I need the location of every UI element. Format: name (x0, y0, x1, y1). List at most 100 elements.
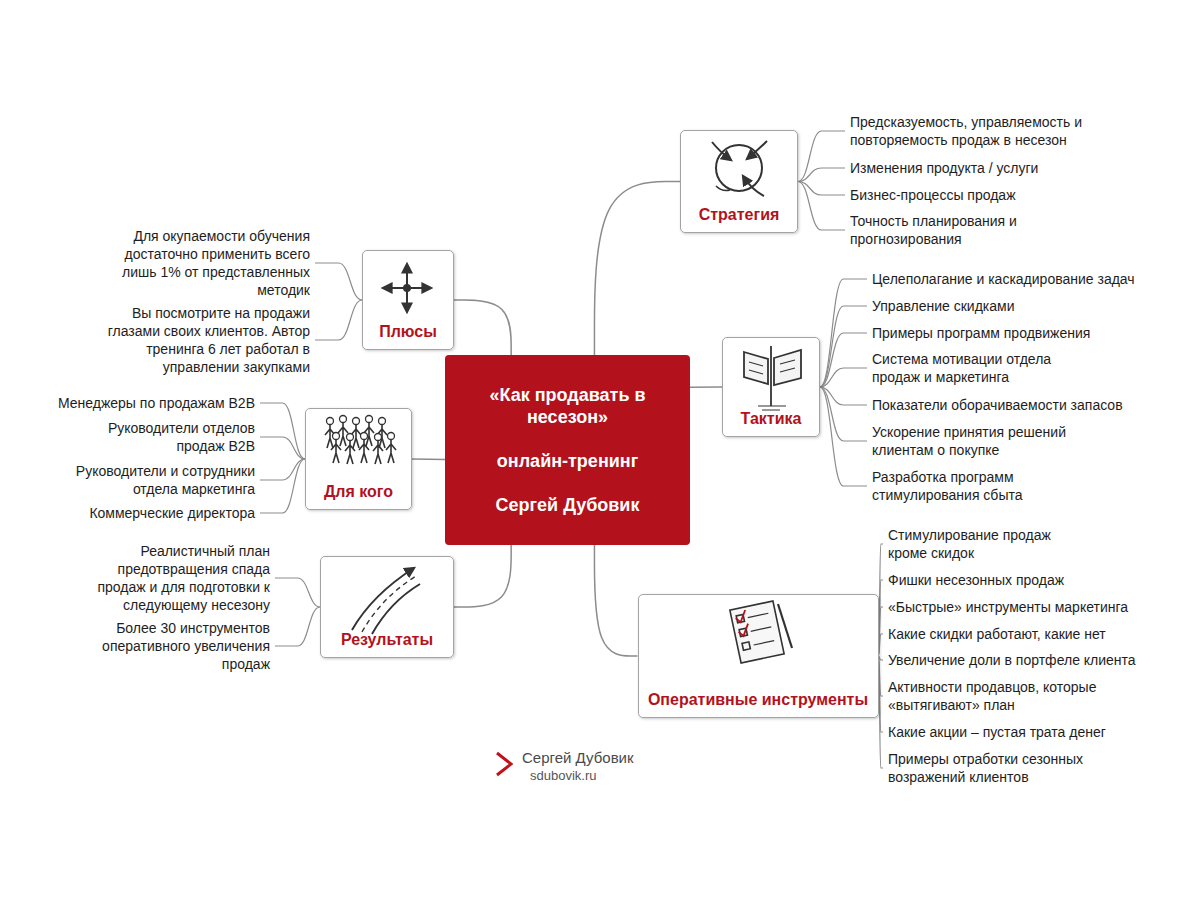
leader-line (820, 279, 867, 387)
branch-connector (690, 386, 722, 388)
leader-line (275, 607, 320, 646)
leaf-text: Стимулирование продаж кроме скидок (888, 526, 1073, 562)
leaf-text: Руководители и сотрудники отдела маркети… (45, 462, 255, 498)
leader-line (820, 306, 867, 387)
crowd-icon (345, 434, 355, 465)
leaf-text: Ускорение принятия решений клиентам о по… (872, 423, 1092, 459)
leaf-text: Бизнес-процессы продаж (850, 186, 1130, 204)
leader-line (820, 368, 867, 387)
leader-line (820, 333, 867, 387)
growth-icon (352, 568, 414, 630)
pluses-icon (404, 285, 410, 291)
strategy-icon (743, 176, 764, 196)
leader-line (879, 544, 884, 656)
topic-text: Сергей Дубовик (496, 494, 640, 516)
leader-line (260, 403, 305, 459)
strategy-icon (712, 142, 731, 160)
leader-line (798, 168, 845, 182)
branch-label: Плюсы (379, 322, 437, 341)
strategy-icon (716, 186, 730, 191)
checklist-icon (730, 601, 792, 663)
crowd-icon (373, 434, 383, 465)
signpost-icon (744, 352, 768, 384)
strategy-icon (747, 141, 767, 159)
growth-icon (362, 576, 416, 632)
leaf-text: Какие акции – пустая трата денег (888, 723, 1178, 741)
branch-box: Оперативные инструменты (638, 594, 879, 718)
topic-text: онлайн-тренинг (497, 450, 638, 472)
signpost-icon (749, 360, 795, 374)
leader-line (315, 263, 362, 300)
branch-label: Тактика (741, 409, 802, 428)
crowd-icon (325, 416, 396, 465)
leaf-text: Примеры программ продвижения (872, 324, 1172, 342)
crowd-icon (331, 433, 341, 464)
branch-box: Для кого (305, 408, 412, 510)
leader-line (820, 387, 867, 441)
checklist-icon (730, 601, 784, 663)
leaf-text: Руководители отделов продаж B2B (75, 419, 255, 455)
strategy-icon (712, 141, 767, 196)
leaf-text: «Быстрые» инструменты маркетинга (888, 598, 1178, 616)
crowd-icon (338, 416, 348, 447)
branch-label: Оперативные инструменты (648, 690, 868, 709)
branch-label: Для кого (324, 482, 393, 501)
leaf-text: Вы посмотрите на продажи глазами своих к… (105, 304, 310, 376)
leaf-text: Примеры отработки сезонных возражений кл… (888, 750, 1108, 786)
leaf-text: Какие скидки работают, какие нет (888, 625, 1178, 643)
branch-box: Тактика (722, 337, 820, 437)
leader-line (879, 580, 884, 656)
branch-label: Результаты (341, 630, 433, 649)
checklist-icon (742, 642, 750, 650)
signpost-icon (744, 346, 801, 410)
signpost-icon (758, 406, 786, 410)
leaf-text: Разработка программ стимулирования сбыта (872, 468, 1042, 504)
leader-line (879, 656, 884, 768)
leaf-text: Точность планирования и прогнозирования (850, 212, 1030, 248)
leaf-text: Показатели оборачиваемости запасов (872, 396, 1172, 414)
checklist-icon (734, 610, 750, 637)
branch-connector (594, 182, 680, 356)
signpost-icon (774, 350, 801, 385)
branch-box: Стратегия (680, 130, 798, 233)
checklist-icon (748, 613, 774, 645)
logo-chevron (497, 753, 511, 775)
leaf-text: Система мотивации отдела продаж и маркет… (872, 350, 1057, 386)
logo-chevron (497, 753, 511, 775)
checklist-icon (778, 604, 792, 648)
leaf-text: Управление скидками (872, 297, 1172, 315)
leader-line (260, 459, 305, 513)
leader-line (275, 578, 320, 607)
leaf-text: Изменения продукта / услуги (850, 159, 1130, 177)
topic-text: «Как продавать в несезон» (488, 384, 648, 428)
growth-icon (352, 568, 420, 634)
leaf-text: Для окупаемости обучения достаточно прим… (105, 227, 310, 299)
leader-line (879, 607, 884, 656)
crowd-icon (359, 433, 369, 464)
central-topic: «Как продавать в несезон» онлайн-тренингС… (445, 355, 690, 545)
leader-line (820, 387, 867, 486)
branch-connector (454, 545, 511, 607)
leader-line (315, 300, 362, 340)
leader-line (798, 131, 845, 182)
branch-connector (454, 300, 511, 355)
branch-box: Результаты (320, 556, 454, 658)
crowd-icon (351, 418, 361, 449)
leader-line (260, 437, 305, 459)
branch-label: Стратегия (699, 205, 780, 224)
signpost-icon (770, 346, 772, 406)
leaf-text: Более 30 инструментов оперативного увели… (80, 619, 270, 673)
footer-text: sdubovik.ru (530, 768, 596, 783)
branch-connector (594, 545, 637, 656)
leaf-text: Увеличение доли в портфеле клиента (888, 651, 1178, 669)
leaf-text: Активности продавцов, которые «вытягиваю… (888, 678, 1123, 714)
leaf-text: Менеджеры по продажам B2B (23, 394, 255, 412)
leaf-text: Реалистичный план предотвращения спада п… (75, 542, 270, 614)
branch-box: Плюсы (362, 250, 454, 350)
branch-connector (412, 458, 445, 460)
pluses-icon (383, 264, 431, 312)
leader-line (879, 634, 884, 656)
leaf-text: Коммерческие директора (23, 504, 255, 522)
leaf-text: Предсказуемость, управляемость и повторя… (850, 113, 1102, 149)
crowd-icon (364, 416, 374, 447)
